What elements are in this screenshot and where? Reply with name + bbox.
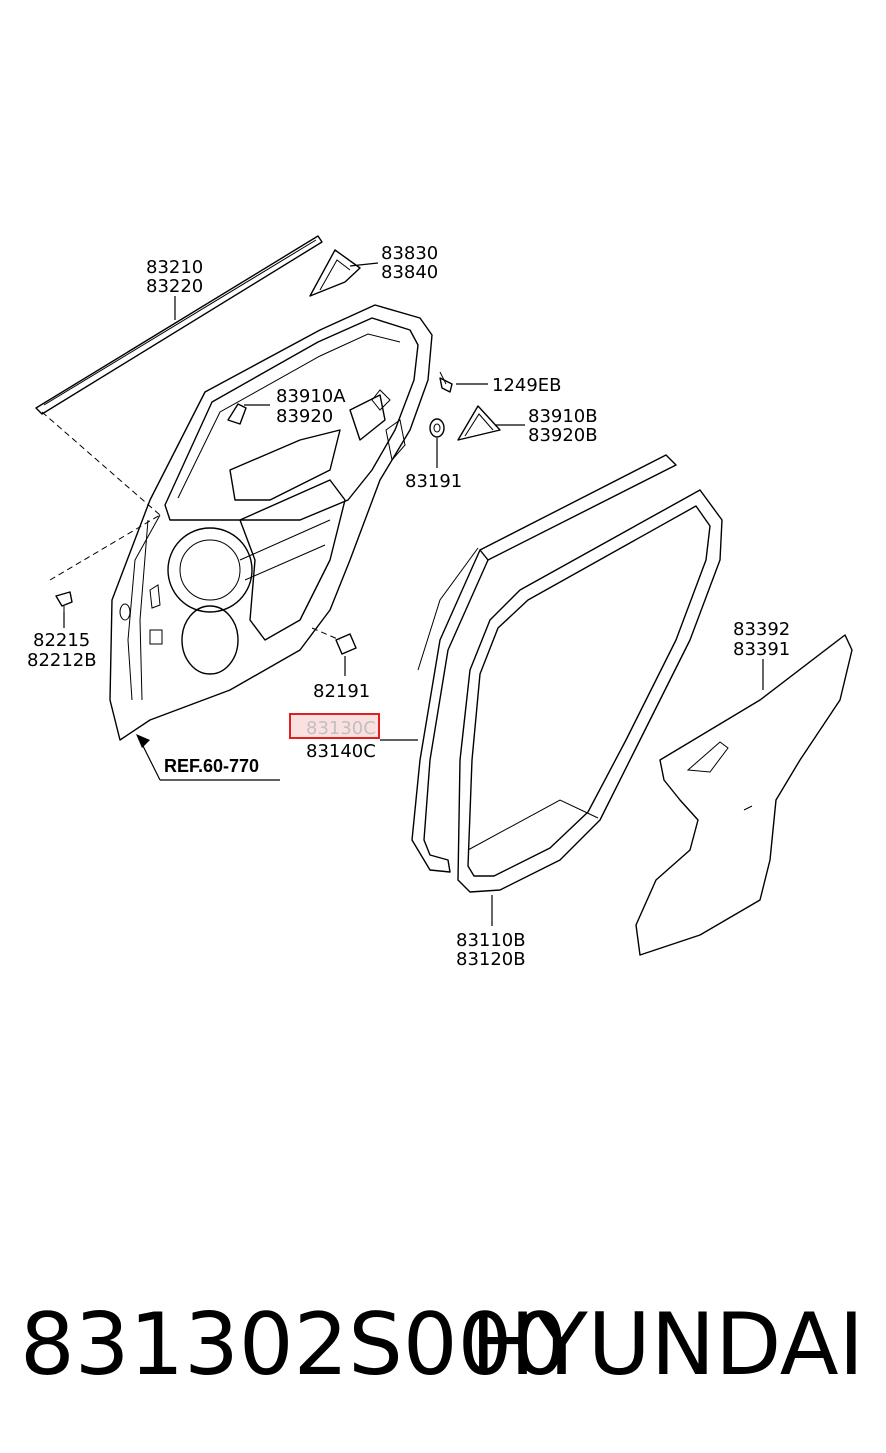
part-number: 831302S000 [20, 1295, 568, 1395]
label-82215: 82215 [33, 630, 90, 651]
dashed-leader-belt [41, 411, 161, 516]
label-83130C[interactable]: 83130C [306, 718, 376, 739]
label-83910B: 83910B [528, 406, 598, 427]
delta-garnish [309, 249, 361, 297]
label-83120B: 83120B [456, 949, 526, 970]
label-83920: 83920 [276, 406, 333, 427]
door-panel [109, 304, 433, 741]
door-opening-weatherstrip [411, 454, 677, 873]
stopper [335, 633, 357, 655]
clip [55, 591, 73, 612]
label-83392: 83392 [733, 619, 790, 640]
label-83220: 83220 [146, 276, 203, 297]
bracket-a [227, 403, 247, 425]
label-83920B: 83920B [528, 425, 598, 446]
label-83191: 83191 [405, 471, 462, 492]
reference-label: REF.60-770 [164, 756, 259, 776]
leader-lines [63, 262, 764, 926]
label-82191: 82191 [313, 681, 370, 702]
label-83210: 83210 [146, 257, 203, 278]
mirror-cover-b [457, 405, 501, 441]
dashed-leader-stopper [311, 627, 341, 641]
label-83110B: 83110B [456, 930, 526, 951]
label-1249EB: 1249EB [492, 375, 562, 396]
door-side-weatherstrip [457, 489, 723, 893]
label-83391: 83391 [733, 639, 790, 660]
label-83140C: 83140C [306, 741, 376, 762]
highlight-box[interactable] [289, 713, 380, 739]
footer: 831302S000 HYUNDAI [0, 1290, 886, 1400]
grommet [429, 418, 445, 438]
brand-name: HYUNDAI [470, 1295, 864, 1395]
belt-moulding-strip [35, 235, 323, 415]
dashed-leader-clip [49, 514, 161, 581]
label-83830: 83830 [381, 243, 438, 264]
waterproof-film [635, 634, 853, 956]
label-82212B: 82212B [27, 650, 97, 671]
label-83840: 83840 [381, 262, 438, 283]
parts-diagram: 83210 83220 83830 83840 1249EB 83910A 83… [27, 235, 853, 970]
label-83910A: 83910A [276, 386, 346, 407]
bolt [439, 371, 453, 393]
